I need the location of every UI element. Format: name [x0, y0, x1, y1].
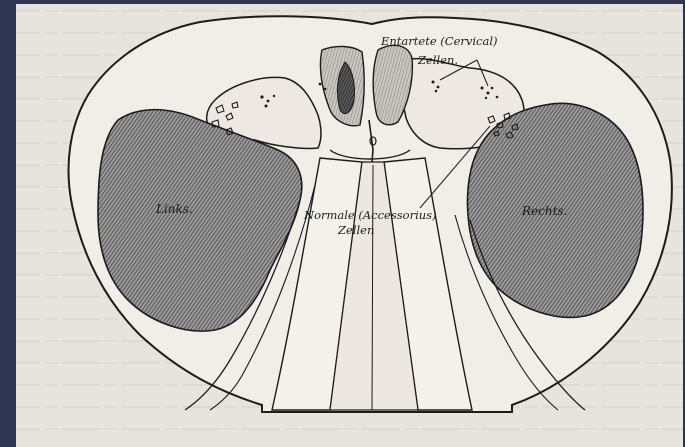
label-links: Links.: [156, 203, 193, 215]
label-normal-cells: Zellen: [338, 225, 374, 237]
label-rechts: Rechts.: [522, 205, 567, 217]
label-degenerated-cells: Zellen.: [418, 55, 458, 67]
label-normal-accessorius: Normale (Accessorius): [304, 210, 437, 222]
label-degenerated-cervical: Entartete (Cervical): [381, 36, 498, 48]
